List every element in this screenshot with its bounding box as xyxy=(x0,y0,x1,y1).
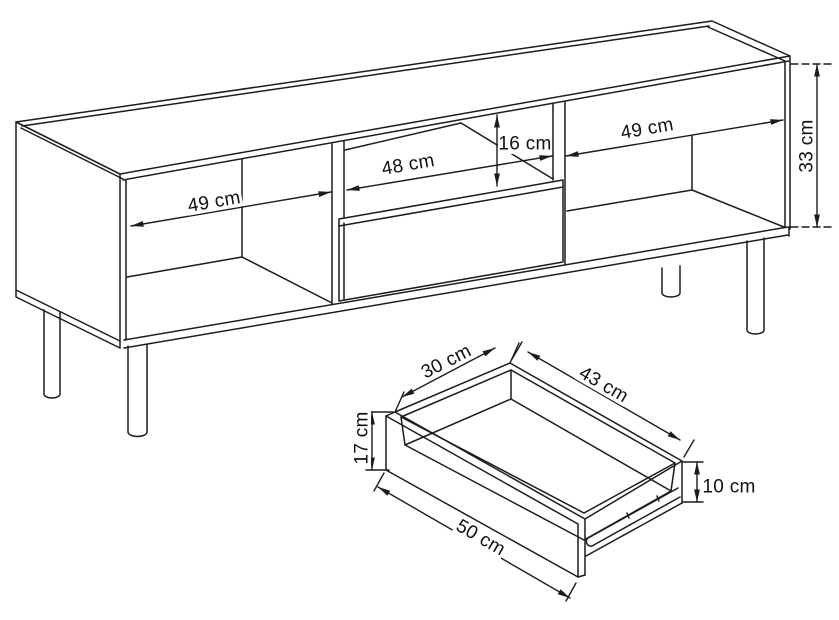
slide-rail-stop-2 xyxy=(656,495,660,502)
dim-label-drawer-front-height: 17 cm xyxy=(352,411,373,464)
dim-label-left-compartment-width: 49 cm xyxy=(186,187,242,217)
niche-back-edge xyxy=(344,122,462,151)
interior-floor-back-edge xyxy=(566,189,693,212)
drawer-side-with-slide xyxy=(585,460,683,557)
interior-floor-back-edge xyxy=(126,256,243,278)
drawer-inner-corner-right xyxy=(670,462,676,492)
tv-stand-drawer-front xyxy=(338,179,564,302)
drawer-front-outline xyxy=(338,179,564,302)
drawer-front-top-inner-edge xyxy=(338,186,564,227)
tv-stand-legs xyxy=(43,237,765,438)
dimension-niche-height: 16 cm xyxy=(494,114,552,187)
dimension-drawer-box-width: 43 cm xyxy=(511,341,695,458)
rear-left-leg xyxy=(43,309,61,399)
left-side-outline xyxy=(15,121,121,349)
rear-right-leg xyxy=(661,265,681,298)
label-background xyxy=(574,361,634,407)
front-right-leg xyxy=(746,237,765,335)
interior-floor-side-edge xyxy=(241,256,333,304)
right-compartment-interior xyxy=(566,135,785,228)
top-right-inner-edge xyxy=(707,26,786,62)
dimension-drawer-side-height: 10 cm xyxy=(682,461,756,503)
dim-label-cabinet-side-height: 33 cm xyxy=(797,119,818,172)
label-background xyxy=(416,339,476,383)
dim-label-drawer-side-height: 10 cm xyxy=(702,477,755,498)
extension-tick xyxy=(683,439,695,458)
dim-label-drawer-depth: 30 cm xyxy=(418,340,475,383)
label-background xyxy=(451,514,511,560)
extension-tick xyxy=(373,472,385,492)
extension-tick xyxy=(509,342,520,364)
front-left-leg xyxy=(127,343,148,438)
slide-rail-end-cap xyxy=(585,536,593,547)
front-panel-bottom-corner xyxy=(577,574,586,578)
label-background xyxy=(617,113,677,143)
slide-rail-lower-edge xyxy=(591,496,681,547)
slide-rail-stop-1 xyxy=(626,512,630,519)
drawer-floor xyxy=(404,398,672,541)
side-bottom-edge xyxy=(585,502,683,557)
tv-stand-dividers xyxy=(331,101,566,305)
left-compartment-interior xyxy=(126,158,333,304)
dim-label-niche-height: 16 cm xyxy=(498,134,551,155)
extension-tick xyxy=(511,341,523,360)
front-panel-top-left-edge xyxy=(385,411,396,417)
dimension-cabinet-side-height: 33 cm xyxy=(790,63,835,228)
dim-label-middle-compartment-width: 48 cm xyxy=(380,150,436,180)
tv-stand-right-side-panel xyxy=(784,55,791,230)
label-background xyxy=(702,476,756,496)
label-background xyxy=(498,133,552,154)
interior-floor-side-edge xyxy=(691,189,785,228)
drawer-inner-corner-left xyxy=(400,416,406,446)
dimension-drawer-front-height: 17 cm xyxy=(351,410,394,471)
bottom-rail-edge xyxy=(123,234,789,349)
label-background xyxy=(796,118,816,174)
drawer-box xyxy=(394,362,683,541)
label-background xyxy=(351,410,371,466)
dimension-right-compartment-width: 49 cm xyxy=(565,113,784,157)
dimension-left-compartment-width: 49 cm xyxy=(130,186,332,227)
top-back-inner-edge xyxy=(21,25,710,127)
left-side-bottom-inner-edge xyxy=(15,289,121,342)
label-background xyxy=(378,149,438,179)
dimension-drawer-depth: 30 cm xyxy=(394,339,520,413)
drawer-detail-view: 30 cm 43 cm 17 cm xyxy=(351,339,756,602)
tv-stand-carcass-bottom xyxy=(123,226,790,349)
dim-label-drawer-box-width: 43 cm xyxy=(575,362,632,407)
tv-stand-left-side-panel xyxy=(15,121,127,349)
extension-tick xyxy=(565,582,577,602)
carcass-front-top-edge xyxy=(122,60,790,181)
label-background xyxy=(184,186,244,216)
top-face-outline xyxy=(15,20,791,175)
slide-rail-upper-edge xyxy=(589,487,679,538)
bottom-front-edge xyxy=(123,226,789,341)
top-left-inner-edge xyxy=(20,127,124,180)
dimension-middle-compartment-width: 48 cm xyxy=(346,149,553,191)
